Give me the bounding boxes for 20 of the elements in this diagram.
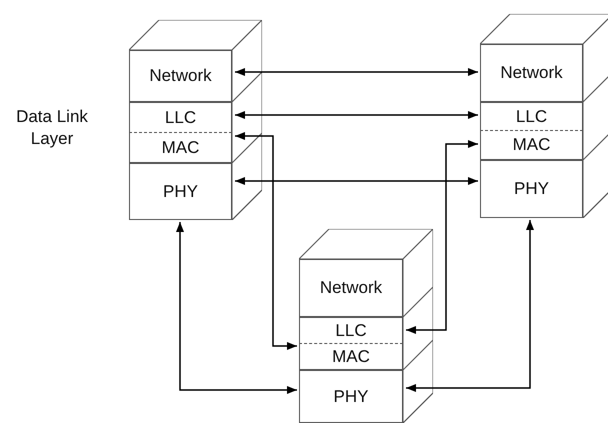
double-arrow — [235, 111, 478, 119]
protocol-layer: Network — [299, 259, 403, 317]
double-arrow — [235, 177, 478, 185]
protocol-layer: PHY — [129, 163, 232, 220]
protocol-layer: Network — [129, 50, 232, 102]
double-arrow — [406, 140, 478, 334]
protocol-layer: LLC — [129, 102, 232, 133]
double-arrow — [176, 222, 297, 394]
protocol-layer: PHY — [480, 160, 583, 218]
double-arrow — [235, 132, 297, 350]
protocol-layer: LLC — [299, 317, 403, 344]
protocol-layer: PHY — [299, 370, 403, 423]
protocol-layer: MAC — [299, 344, 403, 370]
double-arrow — [406, 220, 534, 392]
protocol-layer: MAC — [129, 133, 232, 163]
protocol-layer: MAC — [480, 131, 583, 160]
protocol-layer: Network — [480, 44, 583, 102]
protocol-layer: LLC — [480, 102, 583, 131]
layer-group-label: Data Link Layer — [15, 106, 89, 150]
double-arrow — [235, 68, 478, 76]
